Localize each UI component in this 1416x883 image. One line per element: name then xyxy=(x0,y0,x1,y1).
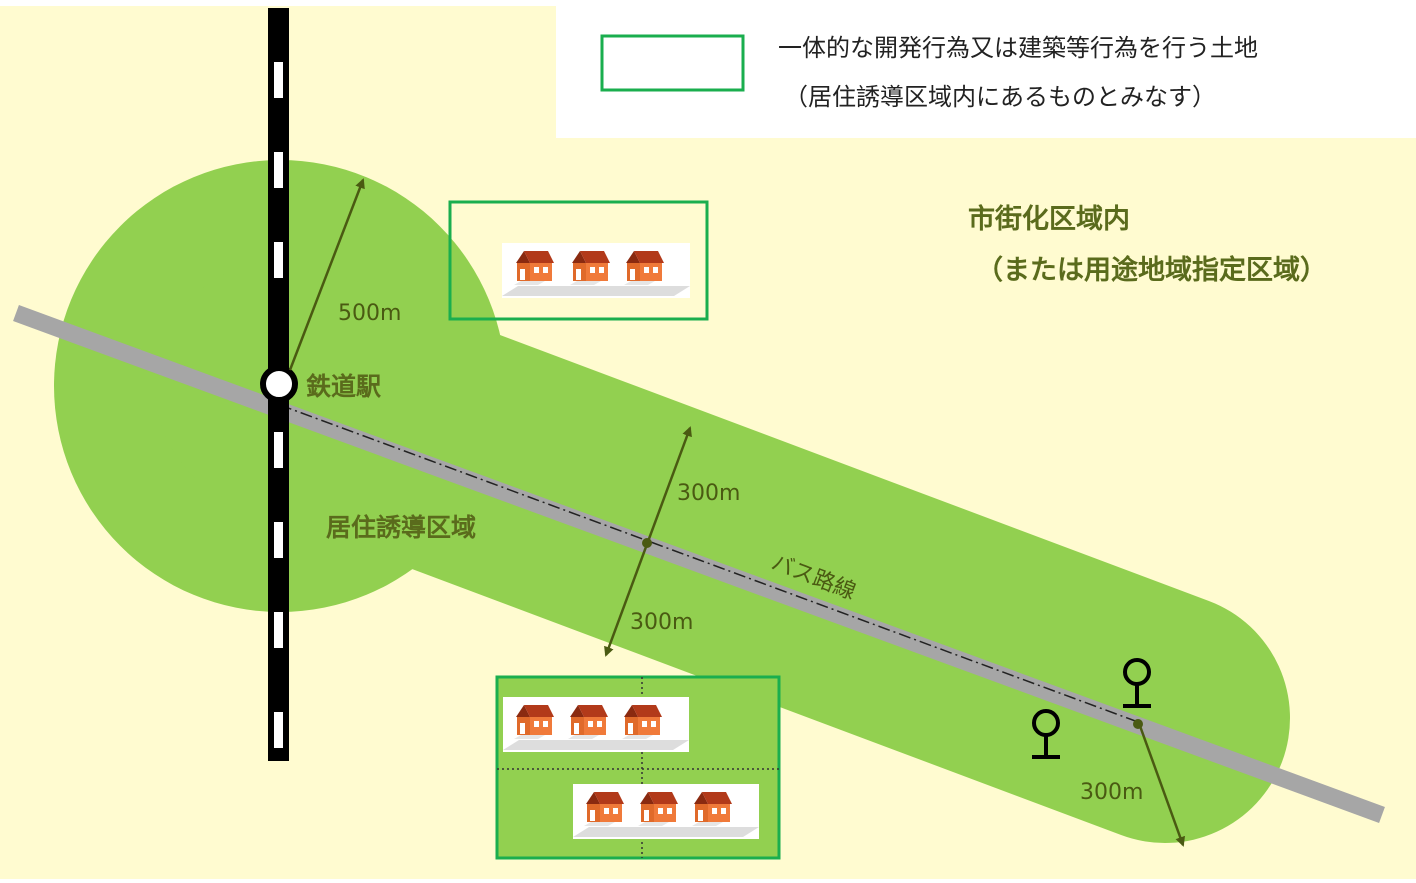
bus-stop-icon xyxy=(1123,658,1151,708)
bus-buffer-upper-label: 300m xyxy=(677,481,740,506)
development-plot xyxy=(448,200,709,321)
station-icon xyxy=(260,365,298,403)
legend-line-2: （居住誘導区域内にあるものとみなす） xyxy=(784,83,1216,111)
bus-buffer-lower-label: 300m xyxy=(630,610,693,635)
legend-line-1: 一体的な開発行為又は建築等行為を行う土地 xyxy=(778,34,1258,62)
station-radius-label: 500m xyxy=(338,301,401,326)
station-label: 鉄道駅 xyxy=(306,372,381,401)
urban-area-label: 市街化区域内 xyxy=(968,203,1130,235)
bus-stop-radius-label: 300m xyxy=(1080,780,1143,805)
bus-stop-radius-arrow xyxy=(1138,725,1185,847)
bus-stop-icon xyxy=(1032,709,1060,759)
bus-route-centerline xyxy=(279,404,1139,723)
urban-area-sublabel: （または用途地域指定区域） xyxy=(976,254,1327,286)
development-plot xyxy=(495,675,781,860)
legend: 一体的な開発行為又は建築等行為を行う土地 （居住誘導区域内にあるものとみなす） xyxy=(600,34,1258,111)
bus-route-road xyxy=(13,305,1385,823)
residential-zone-label: 居住誘導区域 xyxy=(326,513,476,542)
station-radius-arrow xyxy=(288,178,365,371)
